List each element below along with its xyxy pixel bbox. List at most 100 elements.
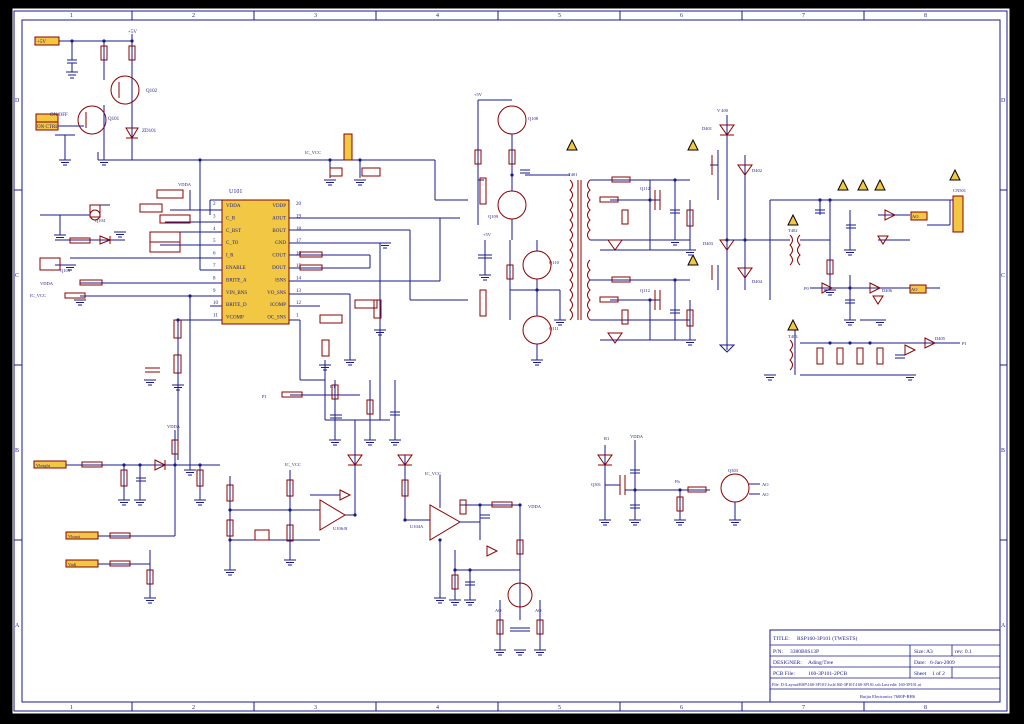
ground-icon [534,649,546,656]
date-value: 6-Jan-2009 [930,660,955,666]
ground-icon [364,439,376,446]
sheet-value: 1 of 2 [932,670,945,677]
junction-dot [848,341,852,345]
u101-pin-right: DOUT [272,266,286,271]
zone-row-label: D [15,98,20,104]
company-line: Ruijia Electronics 7600P-BH6 [860,694,916,699]
u101-passive-labels: IC_VCC VDDA VDDA IC_VCC Q104 Q103 [30,150,321,298]
svg-text:D403: D403 [703,241,714,246]
ground-icon [324,179,336,186]
junction-dot [828,341,832,345]
junction-dot [228,508,232,512]
svg-text:U106:B: U106:B [333,526,347,531]
zone-col-label: 8 [924,13,927,19]
zone-row-label: C [15,273,19,279]
junction-dot [468,568,472,572]
u101-pin-num-right: 15 [296,264,302,269]
zone-row-label: C [1001,273,1005,279]
ground-icon [531,359,543,366]
power-switch-block [34,34,215,161]
size-label: Size: A3 [914,649,933,655]
zone-col-label: 5 [558,13,561,19]
zone-col-label: 4 [436,13,439,19]
u101-pin-right: VDDP [272,204,286,209]
ground-icon [514,649,526,656]
svg-text:AO: AO [762,492,769,497]
u101-pin-right: GND [275,241,286,246]
svg-text:Q112: Q112 [640,288,650,293]
ground-icon [389,439,401,446]
junction-dot [510,173,514,177]
u101-pin-num-right: 1 [296,314,299,319]
u101-pin-num-left: 9 [213,289,216,294]
svg-text:AO: AO [495,608,502,613]
svg-text:Q108: Q108 [528,116,539,121]
protection-labels: R1 VDDA Q301 Fb Q303 AO AO [591,434,769,497]
junction-dot [228,538,232,542]
svg-text:AO: AO [912,214,919,219]
inner-frame [21,19,1001,703]
svg-text:Q103: Q103 [60,268,71,273]
zone-col-label: 6 [680,705,683,711]
ground-icon [374,329,386,336]
ground-icon [184,469,196,476]
svg-text:AO: AO [535,608,542,613]
svg-text:+5V: +5V [483,232,492,237]
svg-text:Q101: Q101 [108,117,120,122]
title-block: TITLE: RSP160-3P101 (TWESTS) P/N: 3380B0… [769,629,1001,703]
u101-pin-num-right: 13 [296,289,302,294]
ground-icon [629,519,641,526]
u101-pin-left: C_BST [226,229,241,234]
svg-text:IC_VCC: IC_VCC [285,462,301,467]
svg-text:Q110: Q110 [549,260,560,265]
ground-icon [284,559,296,566]
border-ticks [14,11,1007,711]
junction-dot [478,503,482,507]
date-label: Date: [914,660,926,666]
svg-text:R1: R1 [330,384,335,389]
u101-pin-right: ISNS [275,278,286,283]
zone-row-label: A [15,623,20,629]
zone-row-label: D [1001,98,1006,104]
ground-icon [874,319,886,326]
junction-dot [535,288,539,292]
junction-dots [70,39,872,572]
mosfet-labels: V 400 Q112 Q112 D401 D402 D403 D404 [640,108,763,293]
ground-icon [144,379,156,386]
zone-col-label: 1 [70,13,73,19]
junction-dot [438,538,442,542]
u101-pin-num-left: 10 [213,301,219,306]
u101-pin-labels: VDDA2C_R3C_BST4C_TO5I_R6ENABLE7BRITE_A8V… [213,202,302,321]
svg-text:CN501: CN501 [953,188,966,193]
junction-dot [288,508,292,512]
u101-pin-right: OC_SNS [267,316,286,321]
junction-dot [518,503,522,507]
ground-icon [449,599,461,606]
outer-frame [13,10,1008,712]
u101-pin-left: I_R [226,254,234,259]
ground-icon [98,159,110,166]
zone-col-label: 5 [558,705,561,711]
junction-dot [102,39,106,43]
pcb-label: PCB File: [773,671,795,677]
svg-text:ON/OFF: ON/OFF [50,113,68,118]
junction-dot [403,518,407,522]
u101-pin-left: VCOMP [226,316,244,321]
pcb-value: 160-3P101-2PCB [808,671,847,677]
u101-wiring [40,159,468,470]
designer-value: Ading/Tree [808,660,834,666]
opamp-labels: IC_VCC P1 R1 U106:B U104A IC_VCC VDDA AO… [262,384,542,613]
svg-text:U104A: U104A [410,524,424,529]
zone-row-label: A [1001,623,1006,629]
junction-dot [725,238,729,242]
svg-text:VDDA: VDDA [528,504,542,509]
svg-text:T403: T403 [788,334,798,339]
u101-body [221,199,290,325]
ground-icon [118,499,130,506]
u101-pin-left: VDDA [226,204,241,209]
junction-dot [673,178,677,182]
rev-label: rev: 0.1 [955,649,972,655]
pn-value: 3380B0S13P [790,649,819,655]
junction-dot [122,463,126,467]
ground-icon [319,364,331,371]
